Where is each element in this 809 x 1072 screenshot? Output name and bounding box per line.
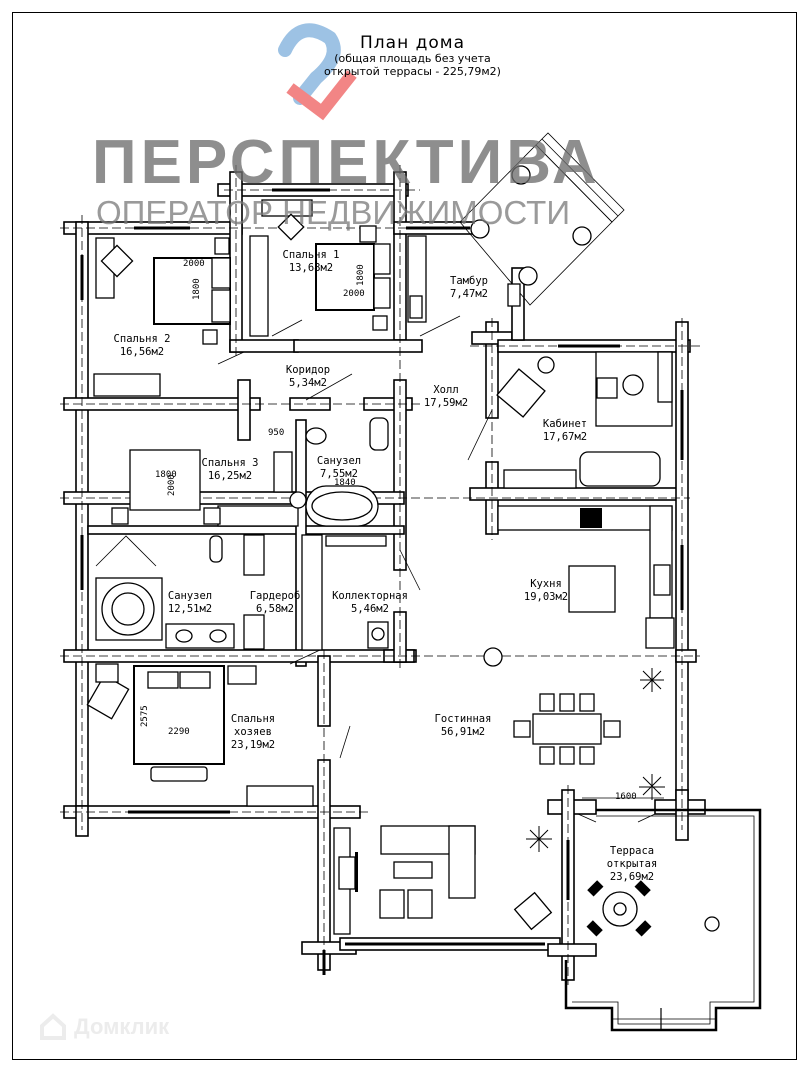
room-area: 17,59м2 xyxy=(423,397,469,409)
room-label-bathroom-1: Санузел 7,55м2 xyxy=(317,455,361,481)
room-name: Спальня 2 xyxy=(113,333,171,345)
doors xyxy=(217,315,664,823)
room-name: Спальня 3 xyxy=(201,457,259,469)
room-label-bathroom-2: Санузел 12,51м2 xyxy=(168,590,212,616)
room-name: Коллекторная xyxy=(332,590,408,602)
dim-terrace-door: 1600 xyxy=(615,792,637,802)
room-area: 23,19м2 xyxy=(230,739,276,751)
room-name-line-1: Спальня xyxy=(230,713,276,725)
dim-master-bed-width: 2290 xyxy=(168,727,190,737)
dim-bath-1840: 1840 xyxy=(334,478,356,488)
room-name: Санузел xyxy=(316,455,362,467)
room-area: 16,25м2 xyxy=(207,470,253,482)
room-name: Спальня 1 xyxy=(282,249,340,261)
windows xyxy=(80,188,684,975)
walls xyxy=(63,171,706,981)
room-label-terrace: Терраса открытая 23,69м2 xyxy=(607,845,658,884)
room-label-hall: Холл 17,59м2 xyxy=(424,384,468,410)
watermark-brand: ПЕРСПЕКТИВА xyxy=(92,128,601,197)
room-name: Холл xyxy=(433,384,459,396)
dim-bed3-height: 2000 xyxy=(167,474,177,496)
room-label-living-room: Гостинная 56,91м2 xyxy=(435,713,492,739)
dim-bed2-height: 1800 xyxy=(192,278,202,300)
room-label-wardrobe: Гардероб 6,58м2 xyxy=(250,590,301,616)
room-area: 16,56м2 xyxy=(119,346,165,358)
drawing-frame xyxy=(12,12,797,1060)
room-name-line-2: хозяев xyxy=(234,726,272,738)
room-area: 5,34м2 xyxy=(289,377,327,389)
room-name: Кухня xyxy=(530,578,562,590)
room-area: 23,69м2 xyxy=(609,871,655,883)
room-name: Кабинет xyxy=(542,418,588,430)
room-label-office: Кабинет 17,67м2 xyxy=(543,418,587,444)
room-name-line-1: Терраса xyxy=(609,845,655,857)
terrace-outline xyxy=(564,808,762,1032)
dim-bed3-width: 1800 xyxy=(155,470,177,480)
dim-bed2-width: 2000 xyxy=(183,259,205,269)
domclick-house-icon xyxy=(40,1013,66,1040)
room-name: Гардероб xyxy=(249,590,301,602)
domclick-label: Домклик xyxy=(74,1014,170,1039)
furniture xyxy=(86,199,675,935)
room-name: Гостинная xyxy=(434,713,492,725)
domclick-watermark: Домклик xyxy=(38,1012,169,1042)
plan-subtitle-line-2: открытой террасы - 225,79м2) xyxy=(324,65,501,78)
room-area: 19,03м2 xyxy=(523,591,569,603)
dim-master-bed-length: 2575 xyxy=(140,705,150,727)
room-name: Санузел xyxy=(167,590,213,602)
room-name-line-2: открытая xyxy=(606,858,658,870)
room-area: 5,46м2 xyxy=(351,603,389,615)
room-area: 6,58м2 xyxy=(256,603,294,615)
plan-title: План дома xyxy=(360,33,465,53)
room-label-bedroom-2: Спальня 2 16,56м2 xyxy=(114,333,171,359)
room-label-vestibule: Тамбур 7,47м2 xyxy=(450,275,488,301)
dim-bed1-width: 2000 xyxy=(343,289,365,299)
room-area: 7,47м2 xyxy=(450,288,488,300)
plants xyxy=(526,668,665,852)
room-label-bedroom-1: Спальня 1 13,68м2 xyxy=(283,249,340,275)
room-label-bedroom-3: Спальня 3 16,25м2 xyxy=(202,457,259,483)
dim-door-950: 950 xyxy=(268,428,285,438)
room-area: 12,51м2 xyxy=(167,603,213,615)
entrance-bay xyxy=(459,132,625,306)
room-label-kitchen: Кухня 19,03м2 xyxy=(524,578,568,604)
plan-subtitle: (общая площадь без учета открытой террас… xyxy=(0,52,809,78)
room-area: 17,67м2 xyxy=(542,431,588,443)
room-name: Коридор xyxy=(285,364,331,376)
room-area: 13,68м2 xyxy=(288,262,334,274)
room-area: 56,91м2 xyxy=(440,726,486,738)
dim-bed1-height: 1800 xyxy=(356,264,366,286)
room-label-utility: Коллекторная 5,46м2 xyxy=(332,590,408,616)
watermark-tagline: ОПЕРАТОР НЕДВИЖИМОСТИ xyxy=(96,194,571,231)
plan-subtitle-line-1: (общая площадь без учета xyxy=(334,52,491,65)
perspektiva-logo-icon xyxy=(278,23,357,121)
room-label-corridor: Коридор 5,34м2 xyxy=(286,364,330,390)
room-area: 7,55м2 xyxy=(320,468,358,480)
room-name: Тамбур xyxy=(450,275,488,287)
room-label-master-bedroom: Спальня хозяев 23,19м2 xyxy=(231,713,275,752)
